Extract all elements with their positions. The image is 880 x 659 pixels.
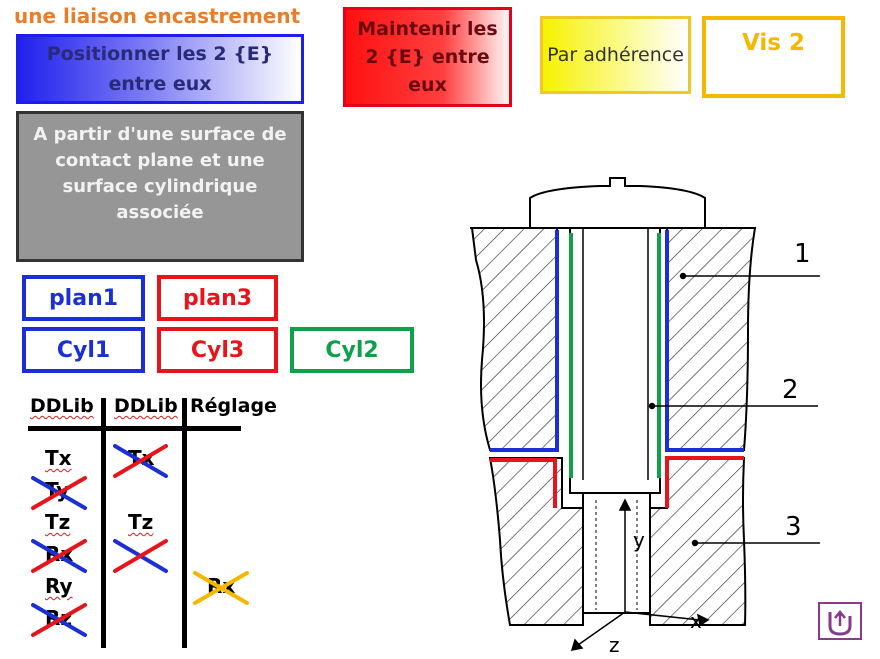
maintenir-label: Maintenir les 2 {E} entre eux (357, 18, 498, 96)
ddl-col1-ry: Ry (45, 574, 73, 598)
plan3-label: plan3 (182, 285, 253, 311)
drawing-label-2: 2 (782, 375, 799, 405)
plan1-cyl1-left (490, 230, 559, 452)
table-header-ddlib-2: DDLib (114, 395, 178, 417)
part3-left (488, 457, 584, 626)
plan1-box: plan1 (22, 275, 145, 321)
cyl1-label: Cyl1 (56, 337, 111, 363)
vis-label: Vis 2 (742, 30, 805, 56)
table-header-reglage: Réglage (190, 395, 277, 417)
adherence-label: Par adhérence (547, 44, 684, 66)
table-header-ddlib-1: DDLib (30, 395, 94, 417)
screw-shank (569, 227, 661, 494)
adherence-box: Par adhérence (540, 16, 691, 94)
cross-ty-red (31, 476, 87, 510)
drawing-label-3: 3 (785, 512, 802, 542)
ddl-col1-tx: Tx (45, 446, 72, 470)
cross-col2-r-red (113, 539, 168, 573)
drawing-label-1: 1 (794, 239, 811, 269)
plan3-cyl3-left (490, 458, 557, 508)
screw-head (529, 177, 706, 229)
cyl1-box: Cyl1 (22, 327, 145, 373)
table-column-rule-2 (182, 398, 187, 648)
u-turn-icon (828, 610, 852, 636)
surface-description-label: A partir d'une surface de contact plane … (33, 124, 287, 223)
maintenir-box: Maintenir les 2 {E} entre eux (343, 7, 512, 107)
cyl2-label: Cyl2 (325, 337, 379, 363)
plan3-box: plan3 (157, 275, 278, 321)
part1-right (666, 227, 757, 451)
cross-out-marks (31, 444, 249, 637)
plan1-label: plan1 (48, 285, 119, 311)
axis-x-label: x (690, 609, 702, 633)
axis-y-label: y (633, 528, 645, 552)
cyl2-box: Cyl2 (290, 327, 414, 373)
positionner-box: Positionner les 2 {E} entre eux (16, 34, 304, 104)
cross-rz-red (31, 603, 87, 637)
page-title: une liaison encastrement (14, 4, 301, 28)
cross-reglage-2 (193, 571, 249, 605)
return-button[interactable] (818, 602, 862, 640)
part1-left (470, 227, 558, 451)
cyl3-label: Cyl3 (190, 337, 245, 363)
plan3-cyl3-right (665, 456, 744, 508)
ddl-col1-tz: Tz (45, 510, 71, 534)
cyl3-box: Cyl3 (157, 327, 278, 373)
table-column-rule-1 (101, 398, 106, 648)
positionner-label: Positionner les 2 {E} entre eux (46, 43, 274, 95)
vis-box: Vis 2 (702, 16, 845, 98)
screw-thread (582, 492, 651, 614)
plan1-cyl1-right (665, 230, 744, 452)
ddl-col2-tz: Tz (128, 510, 154, 534)
surface-description-box: A partir d'une surface de contact plane … (16, 111, 304, 262)
assembly-drawing: 1 2 3 y x z (470, 177, 820, 657)
table-header-rule (28, 426, 241, 431)
axis-z-label: z (609, 633, 620, 657)
cross-col2-tx-red (113, 444, 168, 478)
cross-rx-red (31, 539, 87, 573)
